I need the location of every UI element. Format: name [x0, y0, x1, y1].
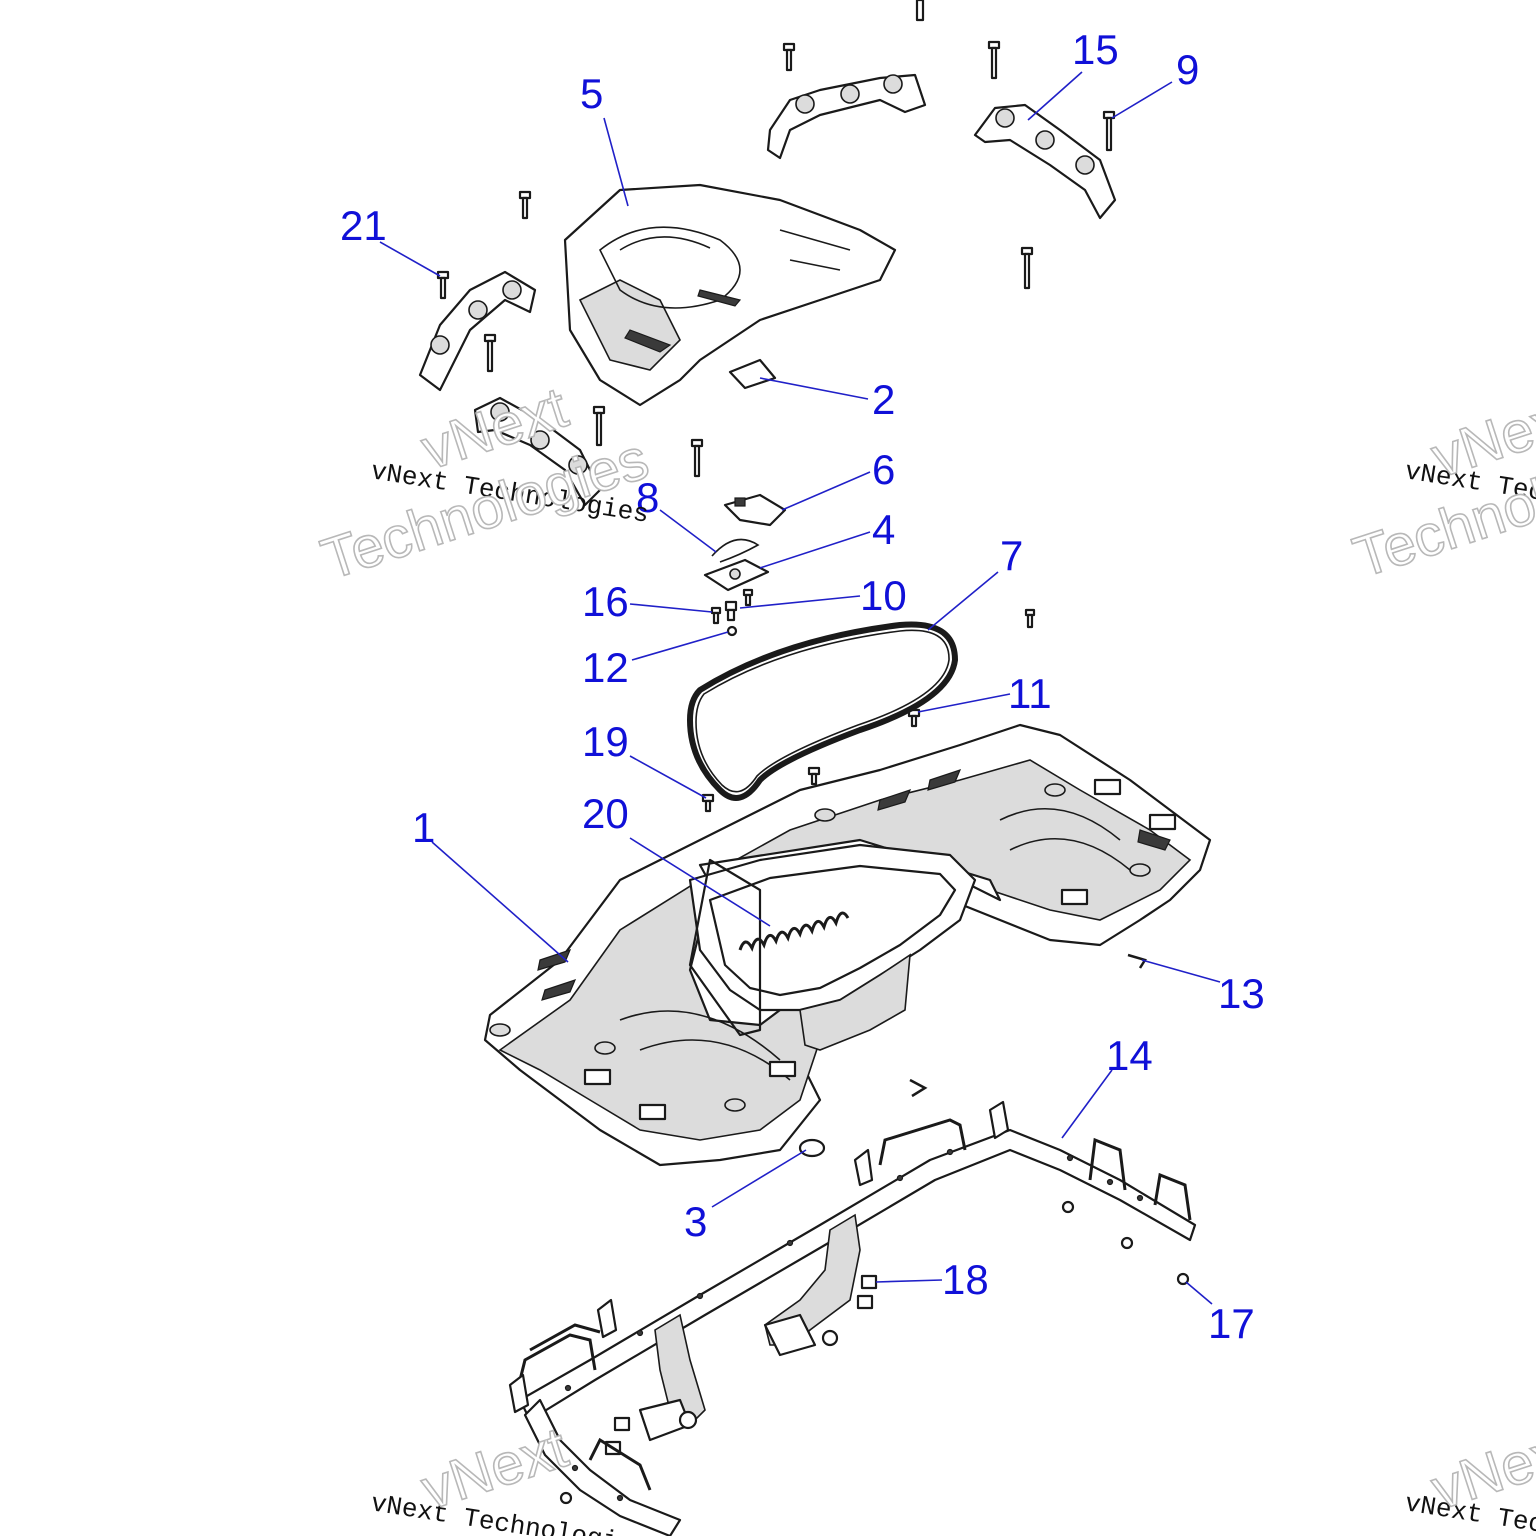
leader-5: [603, 117, 629, 207]
callout-8: 8: [636, 474, 659, 521]
rack-bracket-left-lower: [473, 396, 602, 507]
flange-bolt: [613, 1416, 631, 1432]
callout-15: 15: [1072, 26, 1119, 73]
nut: [1176, 1272, 1190, 1286]
flange-bolt: [856, 1294, 874, 1310]
bolt: [742, 588, 754, 607]
rear-rack: [563, 183, 897, 407]
callout-5: 5: [580, 70, 603, 117]
callout-7: 7: [1000, 532, 1023, 579]
nut: [726, 625, 738, 637]
push-clip: [1127, 953, 1147, 969]
nut: [559, 1491, 573, 1505]
callout-20: 20: [582, 790, 629, 837]
callout-10: 10: [860, 572, 907, 619]
callout-21: 21: [340, 202, 387, 249]
bolt: [1102, 110, 1116, 152]
rack-bracket-top: [766, 73, 927, 160]
callout-3: 3: [684, 1198, 707, 1245]
bolt: [518, 190, 532, 220]
callout-11: 11: [1008, 670, 1052, 717]
leader-20: [629, 837, 771, 927]
callout-14: 14: [1106, 1032, 1153, 1079]
bolt: [701, 793, 715, 813]
callout-17: 17: [1208, 1300, 1255, 1347]
leader-14: [1061, 1069, 1113, 1139]
bolt: [807, 766, 821, 786]
watermark-vnext-lower-left: vNext: [414, 1415, 575, 1523]
gas-spring: [738, 911, 850, 952]
callout-9: 9: [1176, 46, 1199, 93]
bolt: [987, 40, 1001, 80]
bolt: [690, 438, 704, 478]
callout-1: 1: [412, 804, 435, 851]
flange-bolt: [860, 1274, 878, 1290]
leader-15: [1027, 71, 1083, 121]
leader-11: [917, 693, 1011, 713]
bolt: [907, 708, 921, 728]
callout-13: 13: [1218, 970, 1265, 1017]
bolt: [592, 405, 606, 447]
storage-lid-seal: [687, 621, 958, 801]
watermarks: vNext Technologies vNext Technologies vN…: [313, 374, 1536, 1536]
decal: [728, 358, 777, 390]
rear-fender: [483, 723, 1212, 1167]
leader-4: [759, 531, 871, 569]
callout-6: 6: [872, 446, 895, 493]
bolt: [724, 600, 738, 622]
callout-16: 16: [582, 578, 629, 625]
leader-2: [759, 377, 869, 400]
callout-4: 4: [872, 506, 895, 553]
callout-19: 19: [582, 718, 629, 765]
bolt: [1020, 246, 1034, 290]
leader-1: [431, 841, 569, 963]
rear-bumper-frame: [508, 1100, 1197, 1536]
leader-lines: [379, 71, 1221, 1305]
callout-2: 2: [872, 376, 895, 423]
latch: [723, 493, 787, 527]
callouts: 1 2 3 4 5 6 7 8 9 10 11 12 13 14 15 16 1…: [340, 26, 1265, 1347]
latch-plate: [703, 558, 770, 592]
leader-10: [739, 595, 861, 609]
frame-holes: [564, 1148, 1144, 1502]
leader-3: [711, 1149, 807, 1208]
bolt: [483, 333, 497, 373]
leader-12: [631, 631, 729, 661]
leader-16: [629, 603, 713, 613]
nut: [1061, 1200, 1075, 1214]
leader-9: [1111, 81, 1173, 119]
fasteners: [436, 0, 1190, 1505]
bolt: [1024, 608, 1036, 629]
nut: [1120, 1236, 1134, 1250]
spacer: [909, 1078, 928, 1098]
bolt: [710, 606, 722, 625]
grommet: [798, 1138, 826, 1158]
leader-19: [629, 755, 707, 799]
rack-bracket-right: [973, 103, 1117, 220]
leader-8: [659, 509, 717, 553]
bolt: [915, 0, 925, 22]
spring-clip: [711, 538, 760, 563]
callout-18: 18: [942, 1256, 989, 1303]
leader-18: [875, 1279, 943, 1283]
leader-7: [927, 571, 999, 631]
leader-21: [379, 241, 441, 277]
leader-17: [1185, 1281, 1213, 1305]
rack-bracket-left-upper: [418, 270, 537, 392]
leader-6: [781, 471, 871, 511]
bolt: [782, 42, 796, 72]
callout-12: 12: [582, 644, 629, 691]
leader-13: [1141, 959, 1221, 983]
